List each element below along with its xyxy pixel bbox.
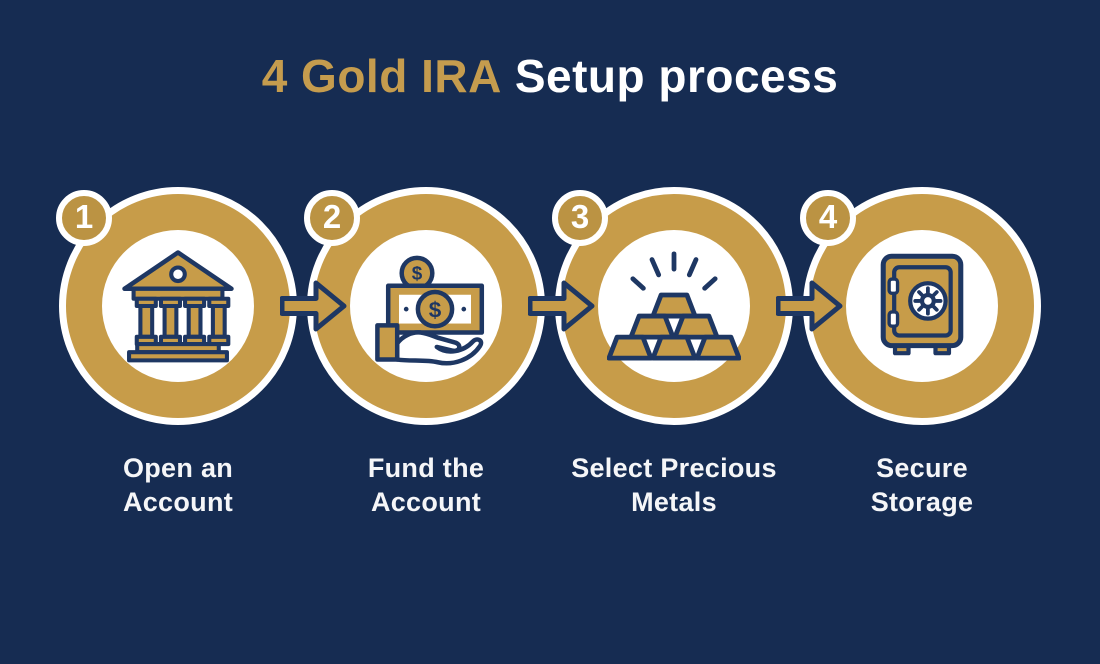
icon-disc xyxy=(102,229,254,382)
step-number: 3 xyxy=(570,197,590,235)
bank-icon xyxy=(122,250,234,363)
arrow-right-icon xyxy=(280,280,347,332)
icon-disc: $ $ xyxy=(350,229,502,382)
step-number-badge: 4 xyxy=(800,189,856,246)
title-rest: Setup process xyxy=(514,50,839,102)
vault-safe-icon xyxy=(880,253,964,356)
step-secure-storage: 4 Secure Storage xyxy=(798,186,1046,519)
step-number-badge: 2 xyxy=(304,189,360,246)
step-number: 4 xyxy=(818,197,838,235)
step-number-badge: 1 xyxy=(56,189,112,246)
gold-bars-icon xyxy=(607,251,741,361)
arrow-right-icon xyxy=(528,280,595,332)
step-label: Select Precious Metals xyxy=(571,452,777,517)
step-select-metals: 3 Select Precious Metals xyxy=(550,186,798,519)
step-circle: 4 xyxy=(800,186,1041,425)
arrow-right-icon xyxy=(776,280,843,332)
icon-disc xyxy=(846,229,998,382)
step-circle: 1 xyxy=(56,186,297,425)
step-number-badge: 3 xyxy=(552,189,608,246)
step-open-account: 1 Open an Account xyxy=(54,186,302,519)
step-fund-account: $ $ 2 xyxy=(302,186,550,519)
title-highlight: 4 Gold IRA xyxy=(261,50,502,102)
gold-ring xyxy=(59,186,297,425)
step-number: 1 xyxy=(74,197,94,235)
step-label: Fund the Account xyxy=(367,452,485,517)
svg-text:$: $ xyxy=(429,297,442,322)
steps-row: 1 Open an Account $ $ xyxy=(0,186,1100,519)
step-number: 2 xyxy=(322,197,342,235)
step-circle: 3 xyxy=(552,186,793,425)
money-hand-icon: $ $ xyxy=(375,255,485,366)
icon-disc xyxy=(598,229,750,382)
svg-text:$: $ xyxy=(412,263,423,284)
step-label: Secure Storage xyxy=(870,452,974,517)
step-label: Open an Account xyxy=(122,452,234,517)
